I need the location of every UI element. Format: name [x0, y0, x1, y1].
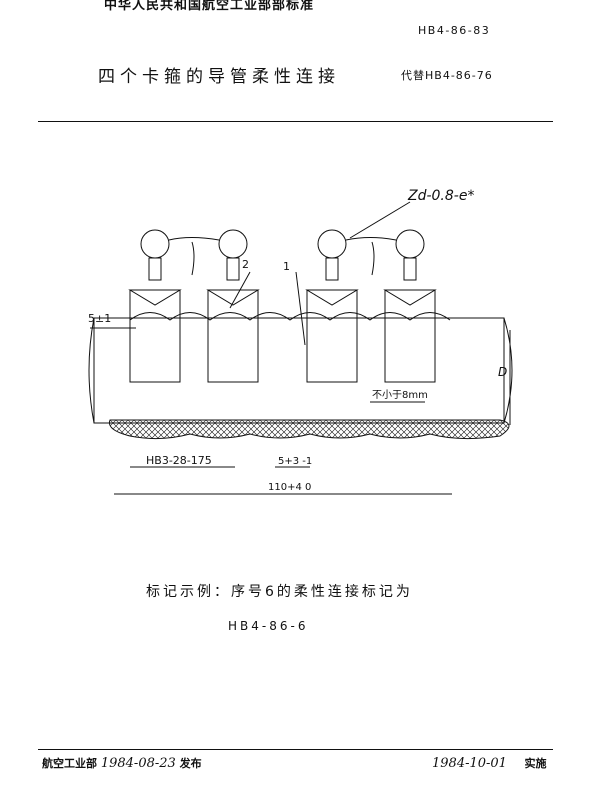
clamp-4 [383, 229, 437, 383]
standard-number: HB4-86-83 [418, 24, 491, 37]
issue-word: 发布 [179, 757, 202, 770]
supersedes-note: 代替HB4-86-76 [401, 69, 493, 82]
clamp-3 [305, 229, 359, 383]
implement-info: 1984-10-01 实施 [432, 755, 546, 771]
callout-spec-leader [349, 201, 411, 239]
sleeve-top [129, 312, 451, 321]
issuer: 航空工业部 [42, 757, 97, 770]
clamp-2 [206, 229, 260, 383]
safety-wire-left [168, 237, 220, 276]
document-title: 四个卡箍的导管柔性连接 [98, 67, 340, 87]
marking-example-text: 标记示例：序号6的柔性连接标记为 [146, 584, 413, 600]
label-1: 1 [283, 260, 290, 273]
pipe-right-end [503, 317, 513, 424]
issue-info: 航空工业部 1984-08-23 发布 [42, 755, 202, 771]
label-2-leader [229, 271, 251, 309]
dim-5-tol: 5+3 -1 [278, 456, 312, 467]
note-min: 不小于8mm [372, 389, 428, 401]
implement-date: 1984-10-01 [432, 756, 507, 771]
pipe-body [93, 317, 505, 424]
label-1-leader [295, 271, 306, 346]
clamp-1 [128, 229, 182, 383]
dim-D-label: D [498, 365, 507, 379]
safety-wire-right [345, 237, 397, 276]
pipe-left-end [88, 317, 95, 424]
marking-example-code: HB4-86-6 [228, 619, 309, 633]
implement-word: 实施 [524, 757, 547, 770]
part-ref: HB3-28-175 [146, 454, 212, 467]
footer-rule [38, 749, 553, 750]
label-2: 2 [242, 258, 249, 271]
issue-date: 1984-08-23 [100, 756, 176, 771]
issuing-organization: 中华人民共和国航空工业部部标准 [104, 0, 315, 13]
seal-band [108, 419, 510, 440]
technical-drawing: Zd-0.8-e* 1 2 5±1 D 不小于8mm HB3-28-175 5+… [88, 188, 513, 495]
dim-110: 110+4 0 [268, 482, 311, 493]
dim-5-label: 5±1 [88, 312, 111, 325]
callout-spec: Zd-0.8-e* [407, 188, 474, 204]
header-rule [38, 121, 553, 122]
